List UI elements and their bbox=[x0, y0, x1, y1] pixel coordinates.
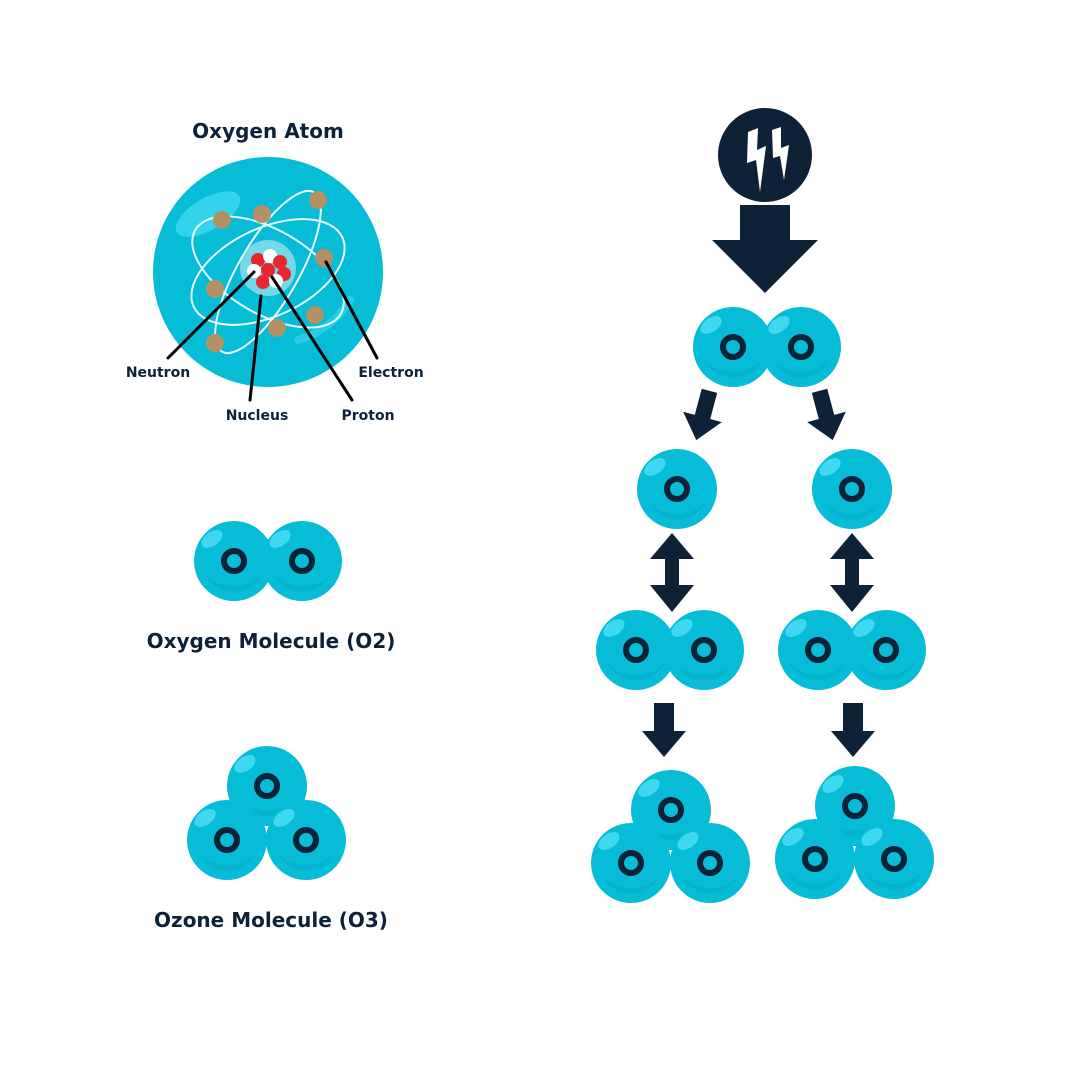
double-arrow-left-icon bbox=[650, 533, 694, 612]
neutron-label: Neutron bbox=[126, 365, 190, 381]
electron bbox=[315, 249, 333, 267]
label-pointers bbox=[166, 260, 379, 402]
electron-label: Electron bbox=[358, 365, 423, 381]
down-arrow-icon bbox=[712, 205, 818, 293]
electron bbox=[309, 191, 327, 209]
free-oxygen-atom-right bbox=[812, 449, 892, 529]
o3-molecule-left bbox=[591, 770, 750, 903]
proton-label: Proton bbox=[341, 408, 394, 424]
o2-molecule-right bbox=[778, 610, 926, 690]
split-arrow-left-icon bbox=[683, 388, 722, 441]
electron bbox=[253, 205, 271, 223]
free-oxygen-atom-left bbox=[637, 449, 717, 529]
nucleus bbox=[240, 240, 296, 296]
electron bbox=[268, 319, 286, 337]
electron bbox=[213, 211, 231, 229]
o2-caption: Oxygen Molecule (O2) bbox=[147, 629, 396, 653]
down-arrow-right-icon bbox=[831, 703, 875, 757]
o2-molecule-top bbox=[693, 307, 841, 387]
double-arrow-right-icon bbox=[830, 533, 874, 612]
nucleus-label: Nucleus bbox=[226, 408, 289, 424]
electrons bbox=[206, 191, 333, 352]
down-arrow-left-icon bbox=[642, 703, 686, 757]
lightning-icon bbox=[718, 108, 812, 202]
o2-molecule-left bbox=[596, 610, 744, 690]
electron bbox=[206, 280, 224, 298]
atom-title: Oxygen Atom bbox=[192, 119, 344, 143]
electron bbox=[306, 306, 324, 324]
o3-caption: Ozone Molecule (O3) bbox=[154, 908, 388, 932]
oxygen-atom-illustration bbox=[153, 157, 383, 402]
electron bbox=[206, 334, 224, 352]
o3-molecule-right bbox=[775, 766, 934, 899]
o3-molecule bbox=[187, 746, 346, 880]
split-arrow-right-icon bbox=[807, 388, 846, 441]
o2-molecule bbox=[194, 521, 342, 601]
